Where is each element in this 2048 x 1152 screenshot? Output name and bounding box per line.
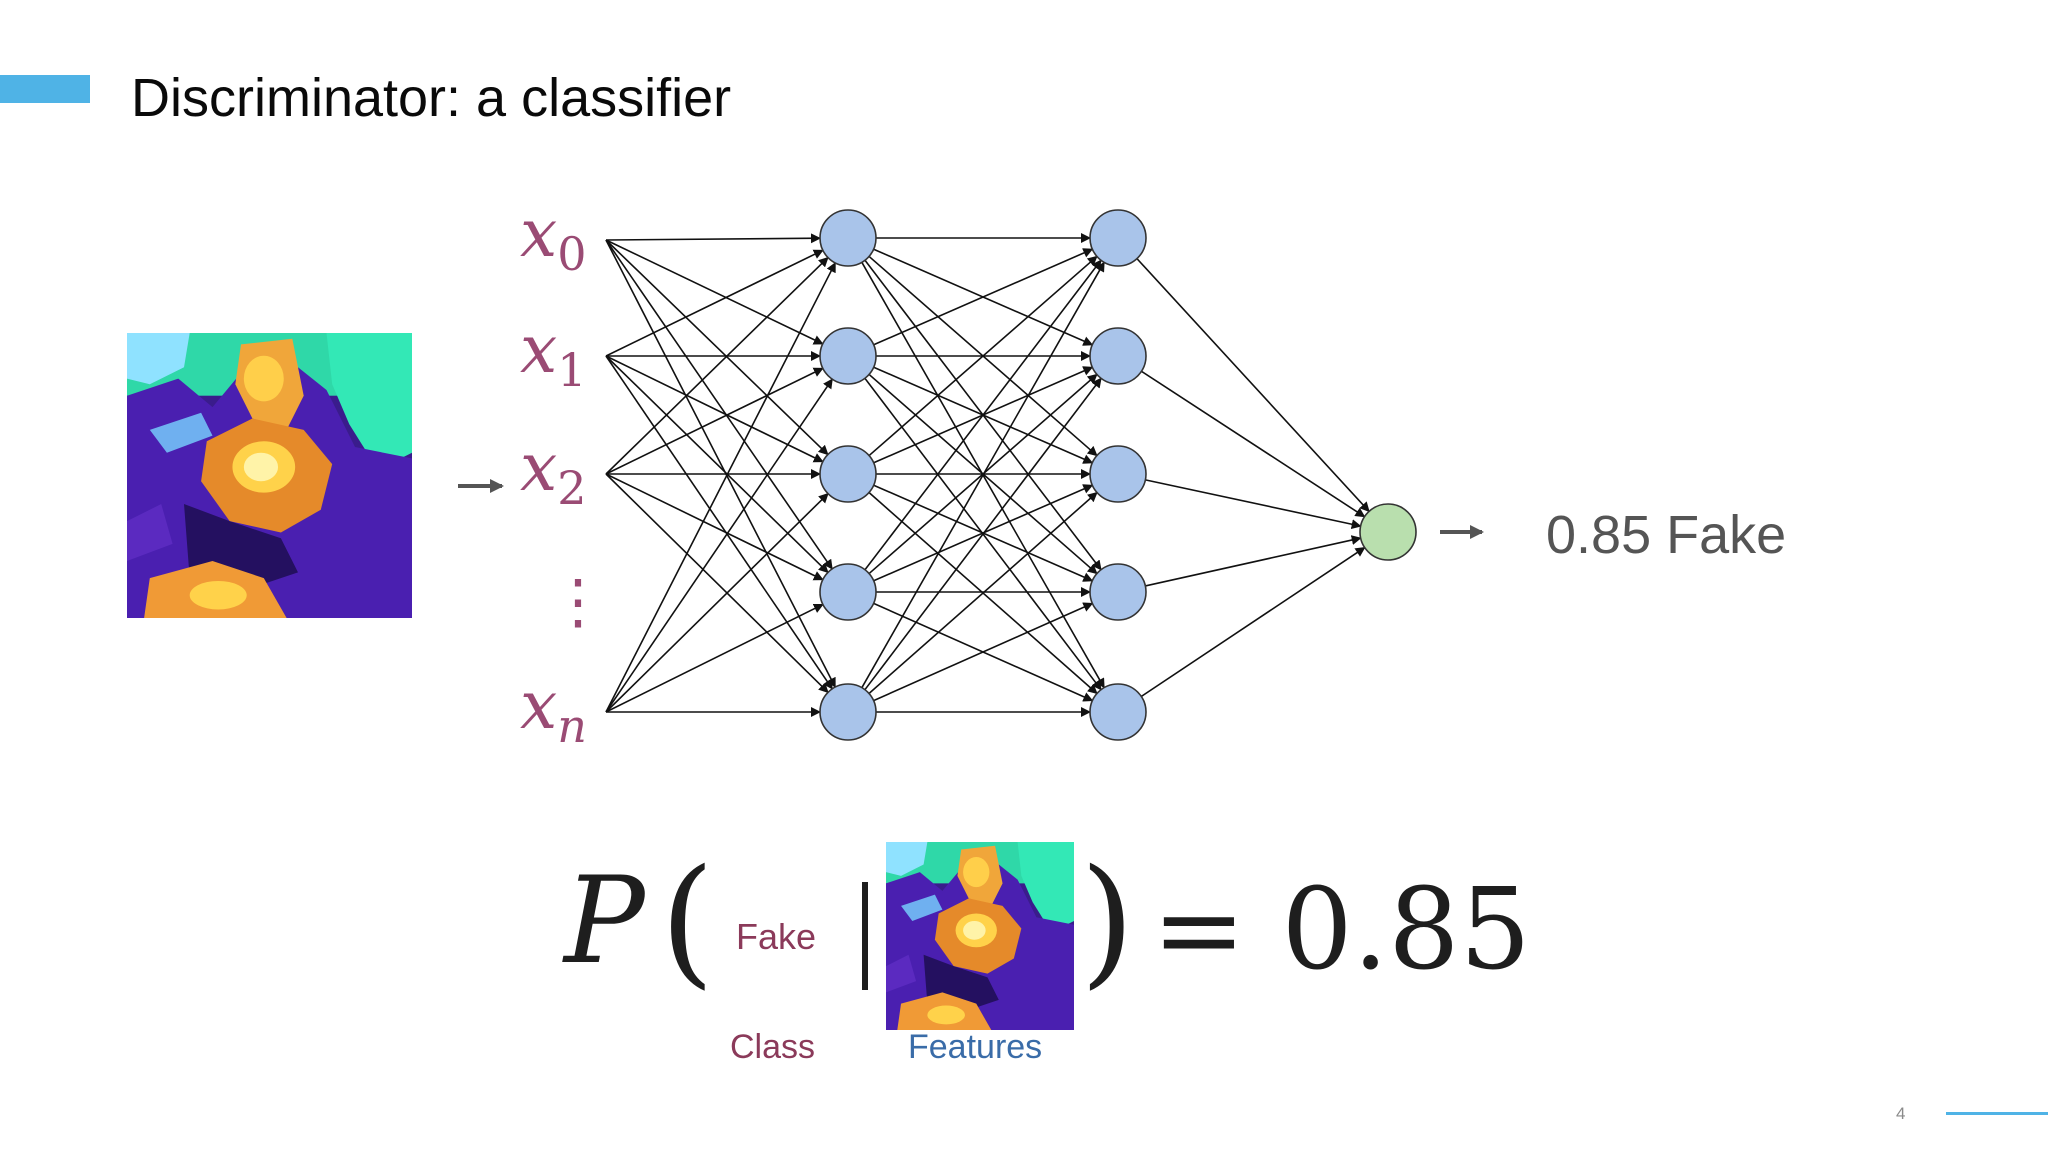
edge-input-2-h1-0 <box>605 256 829 475</box>
edge-input-0-h1-4 <box>605 239 836 688</box>
edge-input-1-h1-0 <box>605 249 824 357</box>
hidden-node-l1-1 <box>819 327 877 385</box>
input-label-x0: x0 <box>520 195 587 281</box>
edge-h2-2-output <box>1145 479 1362 530</box>
edge-h2-3-output <box>1145 535 1362 587</box>
network-nodes <box>819 209 1417 741</box>
formula-feature-image <box>886 842 1074 1030</box>
title-accent-bar <box>0 75 90 103</box>
edge-h1-4-h2-2 <box>868 491 1098 695</box>
hidden-node-l2-3 <box>1089 563 1147 621</box>
edge-h2-4-output <box>1140 546 1366 698</box>
network-edges <box>605 233 1370 717</box>
formula-given-bar <box>862 882 868 990</box>
input-label-x2: x2 <box>520 429 587 515</box>
edge-input-1-h1-3 <box>605 355 829 574</box>
edge-input-1-h1-2 <box>605 355 824 463</box>
edge-h1-2-h2-0 <box>868 255 1098 457</box>
edge-input-1-h1-4 <box>605 355 833 690</box>
formula-result: = 0.85 <box>1152 865 1531 995</box>
edge-input-3-h1-0 <box>605 262 836 713</box>
edge-h1-1-h2-0 <box>873 248 1094 346</box>
hidden-node-l1-0 <box>819 209 877 267</box>
formula-class-value: Fake <box>736 916 817 957</box>
slide-title: Discriminator: a classifier <box>131 68 732 128</box>
edge-input-2-h1-4 <box>605 473 829 694</box>
output-node <box>1359 503 1417 561</box>
edge-input-0-h1-1 <box>605 239 824 345</box>
edge-h2-0-output <box>1136 258 1370 513</box>
footer-accent-line <box>1946 1112 2048 1115</box>
formula-probability-symbol: P <box>564 852 645 991</box>
hidden-node-l1-2 <box>819 445 877 503</box>
edge-input-3-h1-1 <box>605 378 833 713</box>
edge-h2-1-output <box>1141 370 1366 518</box>
edge-input-0-h1-0 <box>605 233 822 244</box>
edge-h1-4-h2-3 <box>873 602 1094 702</box>
formula-close-paren: ) <box>1080 840 1135 1003</box>
edge-h1-4-h2-0 <box>861 261 1105 689</box>
hidden-node-l2-0 <box>1089 209 1147 267</box>
edge-input-0-h1-2 <box>605 239 829 456</box>
input-labels: x0 x1 x2 xn ⋮ <box>520 195 608 753</box>
edge-input-2-h1-3 <box>605 473 824 581</box>
edge-h1-4-h2-1 <box>864 377 1102 691</box>
formula-features-caption: Features <box>908 1028 1043 1066</box>
hidden-node-l2-2 <box>1089 445 1147 503</box>
formula-class-caption: Class <box>730 1028 816 1066</box>
input-image <box>127 333 412 618</box>
hidden-node-l2-1 <box>1089 327 1147 385</box>
output-label: 0.85 Fake <box>1546 505 1787 565</box>
input-label-x1: x1 <box>520 311 587 397</box>
hidden-node-l1-3 <box>819 563 877 621</box>
input-ellipsis: ⋮ <box>548 567 608 637</box>
edge-h1-3-h2-0 <box>864 259 1102 571</box>
edge-input-0-h1-3 <box>605 239 833 570</box>
formula-open-paren: ( <box>660 840 715 1003</box>
edge-input-2-h1-1 <box>605 367 824 475</box>
hidden-node-l2-4 <box>1089 683 1147 741</box>
page-number: 4 <box>1896 1104 1906 1123</box>
edge-input-3-h1-2 <box>605 492 829 713</box>
edge-input-3-h1-3 <box>605 603 824 713</box>
hidden-node-l1-4 <box>819 683 877 741</box>
input-label-xn: xn <box>520 667 587 753</box>
